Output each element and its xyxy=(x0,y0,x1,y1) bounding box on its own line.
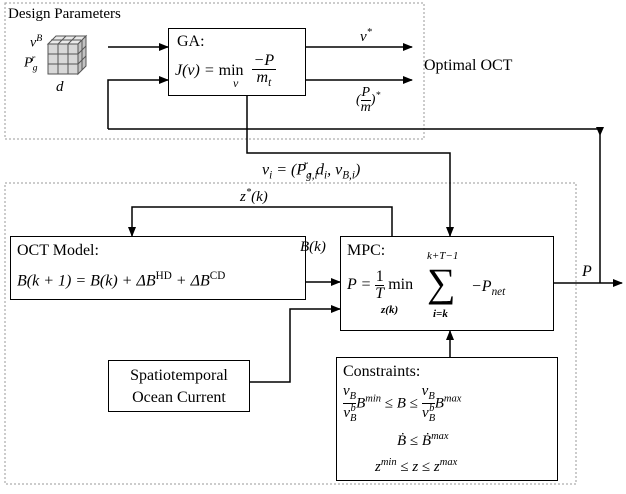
ga-min-sub: ν xyxy=(233,76,239,90)
zstar-label: z*(k) xyxy=(240,187,268,205)
ga-box: GA: J(ν) = min −P mt ν xyxy=(168,28,306,96)
constraints-title: Constraints: xyxy=(343,363,421,380)
ocean-line2: Ocean Current xyxy=(132,389,226,406)
mpc-min-sub: z(k) xyxy=(381,304,399,316)
ga-formula: J(ν) = min −P mt xyxy=(175,52,277,90)
optimal-oct-label: Optimal OCT xyxy=(424,57,513,74)
constraint-3: zmin ≤ z ≤ zmax xyxy=(375,457,458,475)
design-parameters-title: Design Parameters xyxy=(8,6,121,22)
bk-label: B(k) xyxy=(300,239,326,255)
mpc-sum-upper: k+T−1 xyxy=(427,250,459,262)
arrow-zstar-feedback xyxy=(128,206,393,237)
nu-star-label: ν* xyxy=(360,27,372,45)
mpc-title: MPC: xyxy=(347,242,386,259)
pgr-symbol: Pgr xyxy=(24,53,38,74)
mpc-pnet: −Pnet xyxy=(471,278,506,299)
mpc-sum-lower: i=k xyxy=(433,308,448,320)
ocean-line1: Spatiotemporal xyxy=(130,367,228,384)
arrow-vi-to-mpc xyxy=(246,96,454,237)
oct-model-box: OCT Model: B(k + 1) = B(k) + ΔBHD + ΔBCD xyxy=(10,236,306,300)
oct-model-equation: B(k + 1) = B(k) + ΔBHD + ΔBCD xyxy=(17,270,226,290)
ga-title: GA: xyxy=(177,33,205,50)
oct-model-title: OCT Model: xyxy=(17,242,99,259)
constraint-2: Ḃ ≤ Ḃmax xyxy=(397,431,449,449)
vi-label: νi = (Pg,ir, di, νB,i) xyxy=(262,159,361,182)
d-symbol: d xyxy=(56,79,64,95)
control-region-outline xyxy=(4,182,577,485)
arrow-ocean-to-mpc xyxy=(250,305,341,383)
arrow-feedback-to-ga xyxy=(107,76,169,129)
parameter-cube-icon xyxy=(46,34,88,76)
p-output-label: P xyxy=(582,263,592,280)
mpc-sum-sigma: ∑ xyxy=(427,260,456,305)
design-region-outline xyxy=(4,2,425,140)
vb-symbol: vB xyxy=(30,33,43,51)
ocean-current-box: Spatiotemporal Ocean Current xyxy=(108,360,250,412)
